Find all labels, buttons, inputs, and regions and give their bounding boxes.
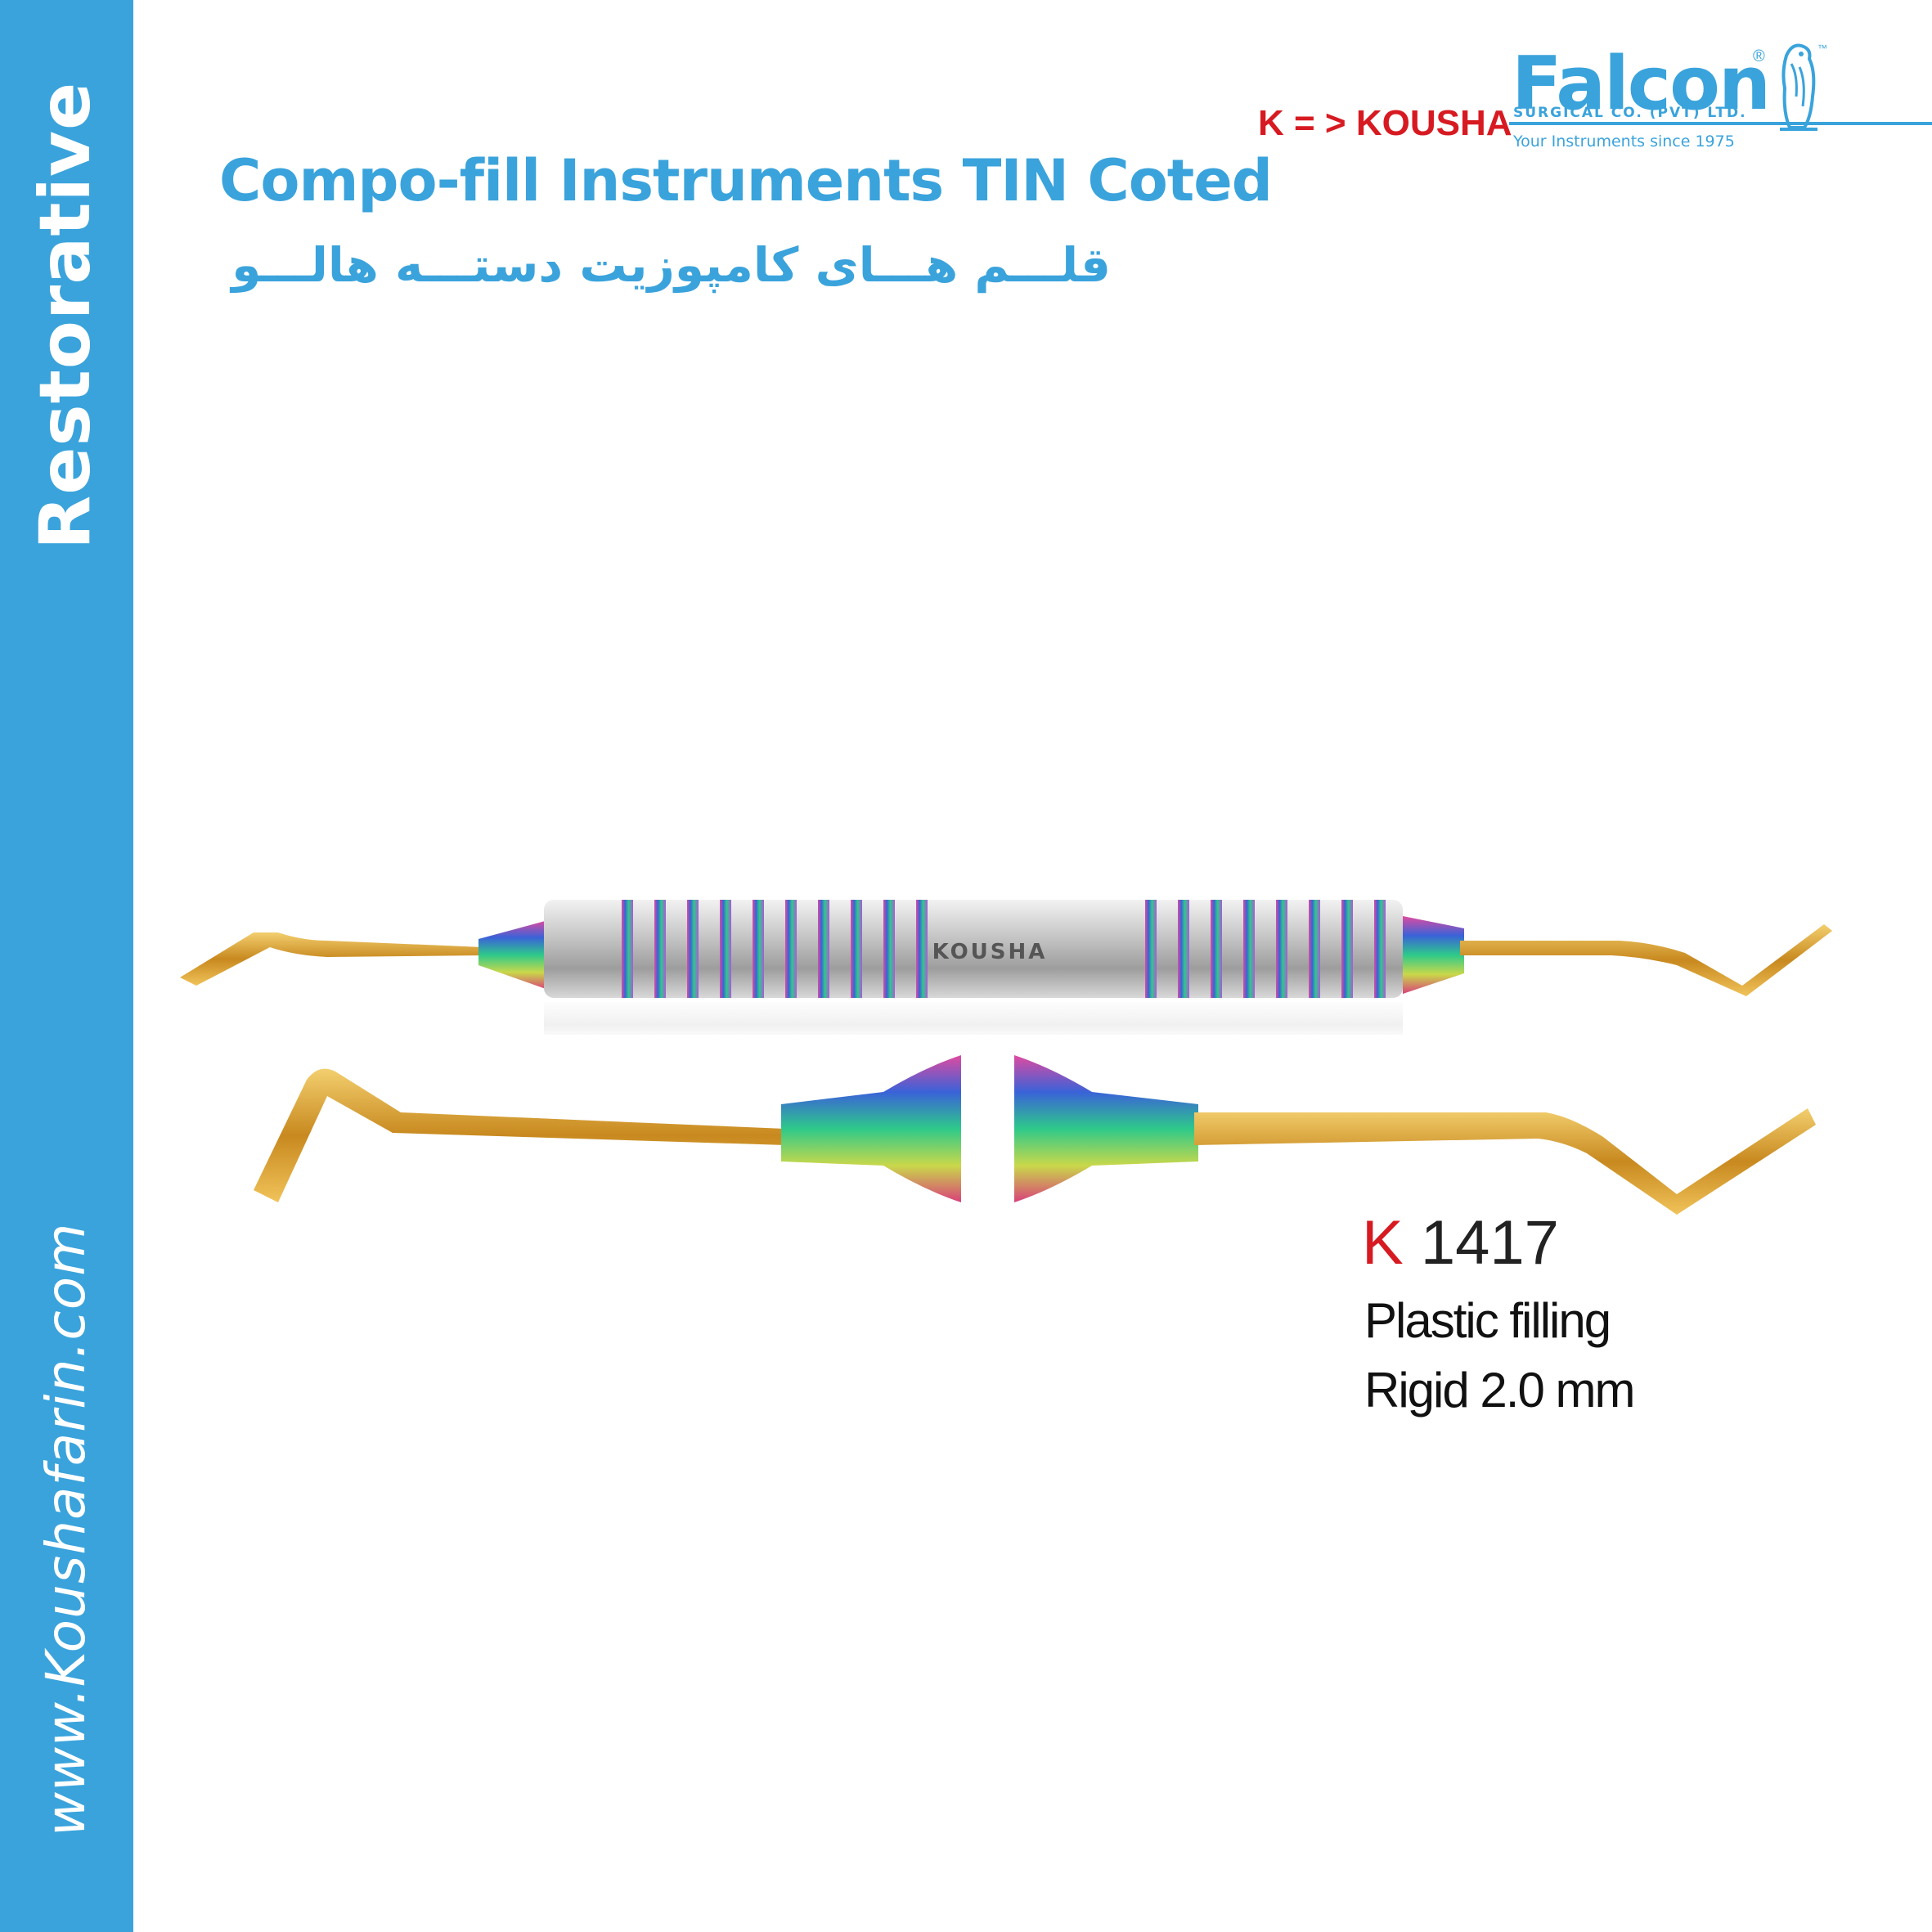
category-label: Restorative bbox=[25, 81, 106, 550]
brand-tagline: Your Instruments since 1975 bbox=[1513, 133, 1735, 151]
product-code-prefix: K bbox=[1362, 1208, 1404, 1278]
page-title: Compo-fill Instruments TIN Coted bbox=[219, 147, 1273, 214]
product-code: K 1417 bbox=[1362, 1207, 1559, 1278]
product-description-line1: Plastic filling bbox=[1364, 1293, 1611, 1348]
falcon-bird-icon bbox=[1780, 43, 1817, 131]
prefix-mapping: K = > KOUSHA bbox=[1258, 103, 1512, 143]
registered-mark: ® bbox=[1753, 47, 1765, 65]
trademark-mark: ™ bbox=[1817, 43, 1827, 54]
product-description-line2: Rigid 2.0 mm bbox=[1364, 1363, 1635, 1418]
website-link[interactable]: www.Koushafarin.com bbox=[34, 1222, 97, 1836]
brand-name: Falcon bbox=[1512, 41, 1771, 127]
page-title-persian: قلـــم هـــای کامپوزیت دستـــه هالـــو bbox=[231, 237, 1111, 293]
sidebar: Restorative www.Koushafarin.com bbox=[0, 0, 133, 1932]
product-code-number: 1417 bbox=[1420, 1208, 1559, 1278]
brand-subtitle: SURGICAL CO. (PVT) LTD. bbox=[1513, 105, 1747, 121]
brand-divider bbox=[1509, 122, 1932, 125]
instrument-image: KOUSHA bbox=[180, 900, 1832, 1215]
handle-engraving: KOUSHA bbox=[932, 940, 1048, 964]
